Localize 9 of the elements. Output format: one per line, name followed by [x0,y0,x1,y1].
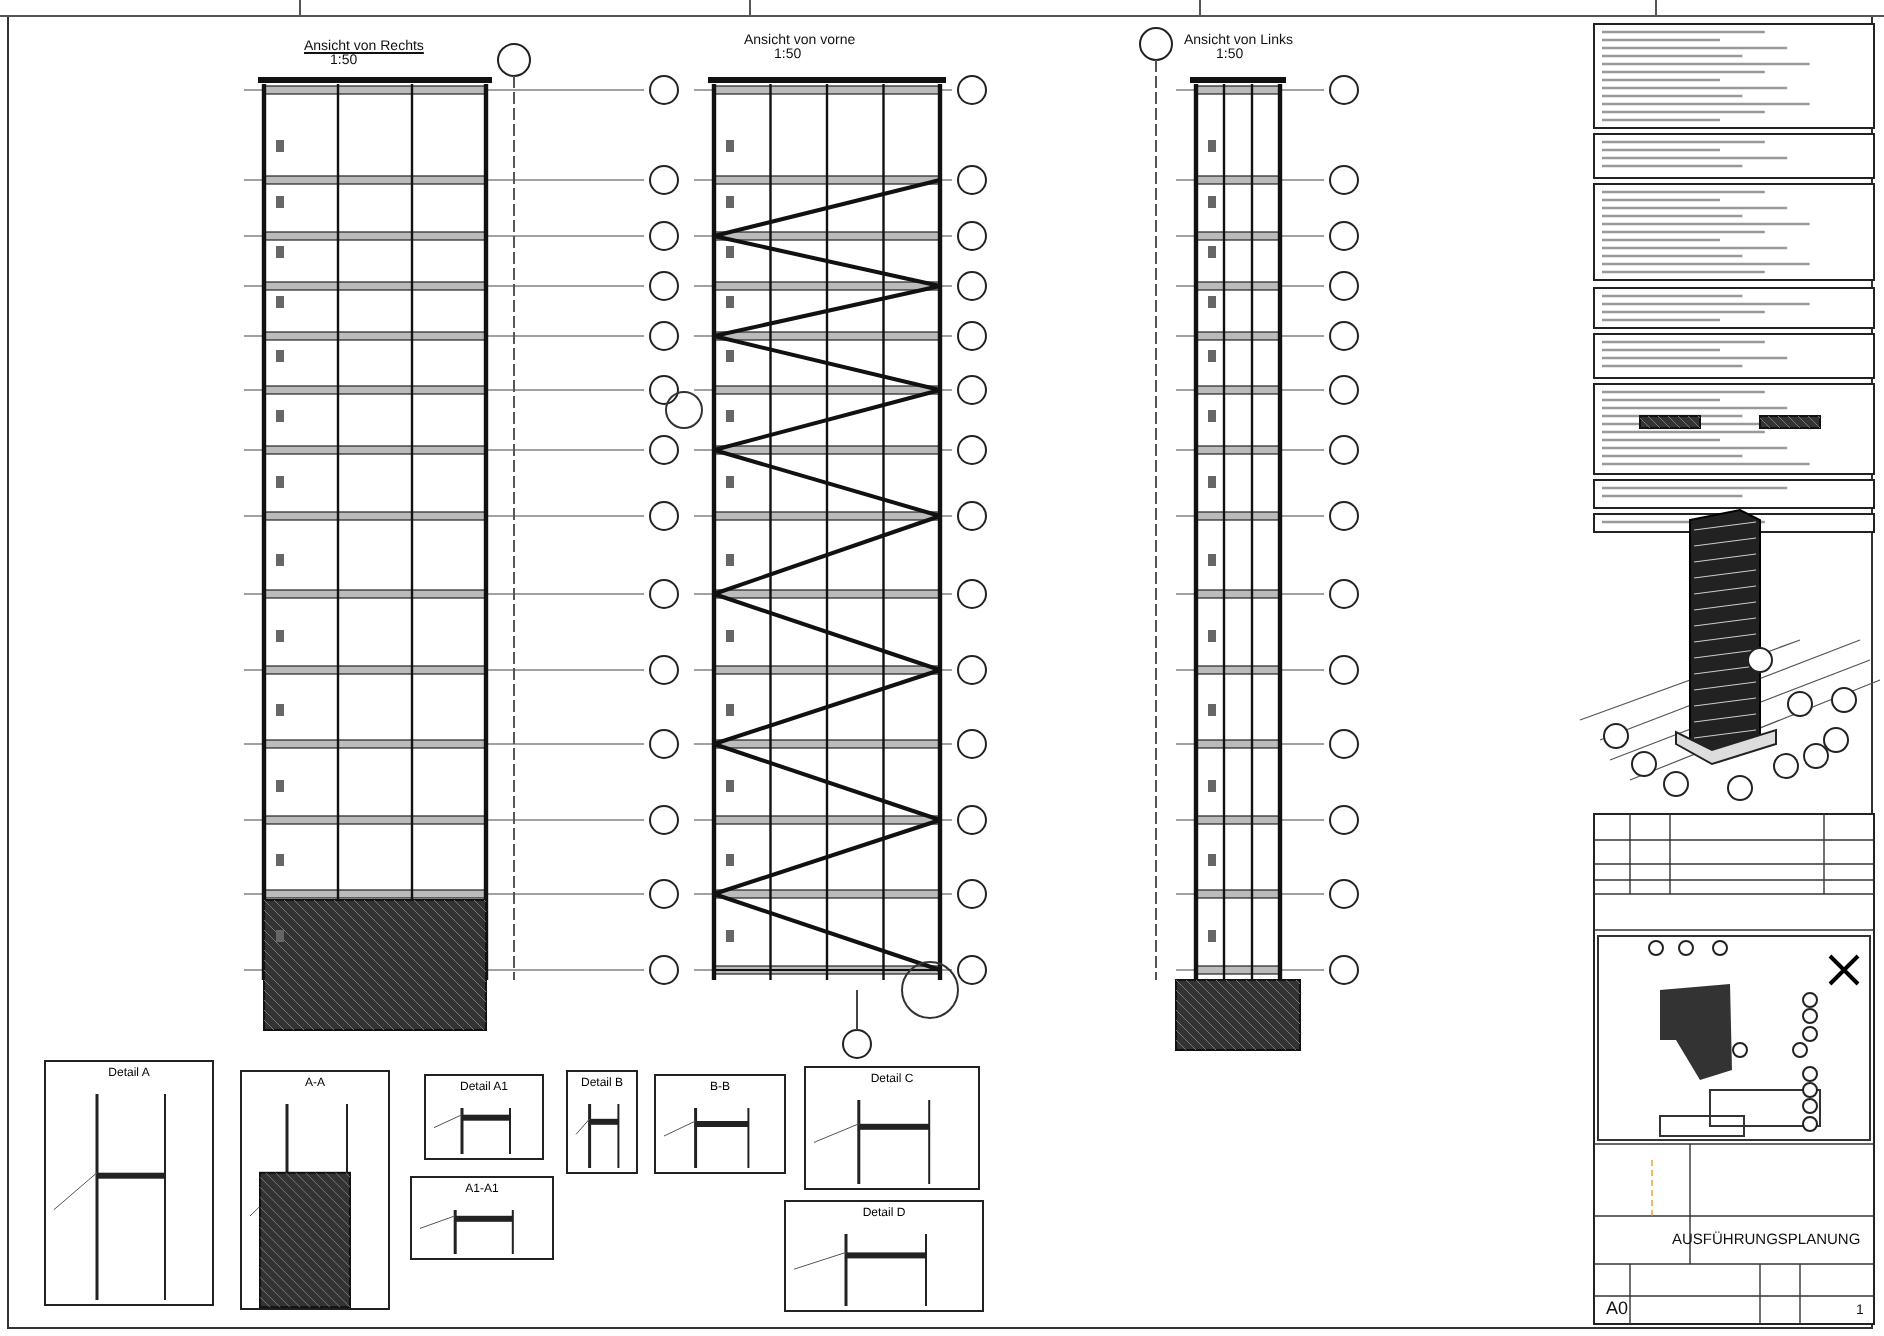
detail-frame [410,1176,554,1260]
detail-frame [566,1070,638,1174]
detail-frame [240,1070,390,1310]
detail-frame [654,1074,786,1174]
detail-frame [784,1200,984,1312]
sheet-size-label: A0 [1606,1300,1629,1318]
detail-frame [424,1074,544,1160]
detail-frame [804,1066,980,1190]
detail-frame [44,1060,214,1306]
